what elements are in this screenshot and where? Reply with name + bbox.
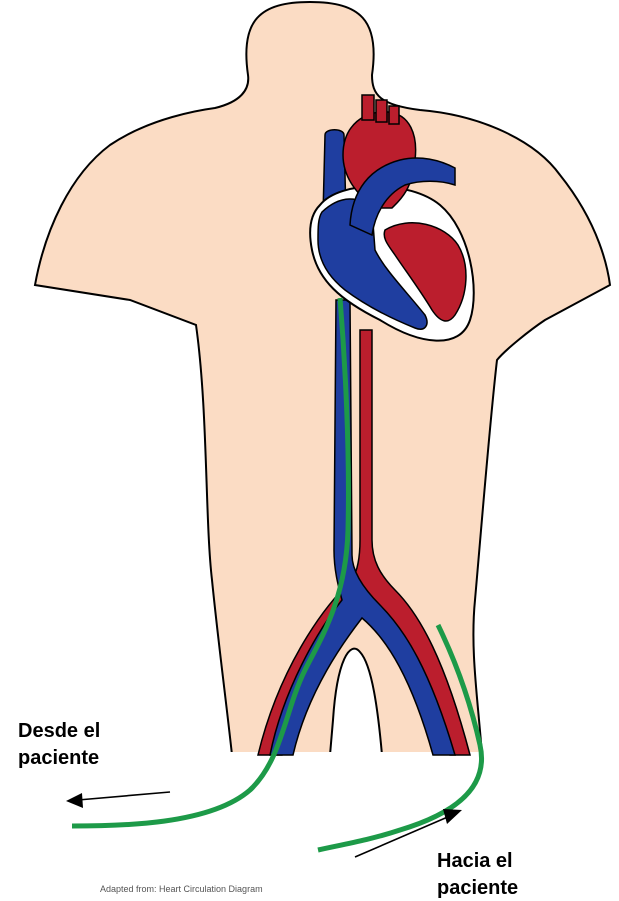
to-patient-line1: Hacia el bbox=[437, 848, 518, 875]
aortic-branch-2 bbox=[376, 100, 387, 122]
from-patient-label: Desde el paciente bbox=[18, 718, 100, 772]
to-patient-line2: paciente bbox=[437, 875, 518, 901]
from-patient-line2: paciente bbox=[18, 745, 100, 772]
aortic-branch-1 bbox=[362, 95, 374, 120]
image-credit: Adapted from: Heart Circulation Diagram bbox=[100, 884, 263, 894]
to-patient-label: Hacia el paciente bbox=[437, 848, 518, 901]
from-patient-line1: Desde el bbox=[18, 718, 100, 745]
aortic-branch-3 bbox=[389, 106, 399, 124]
